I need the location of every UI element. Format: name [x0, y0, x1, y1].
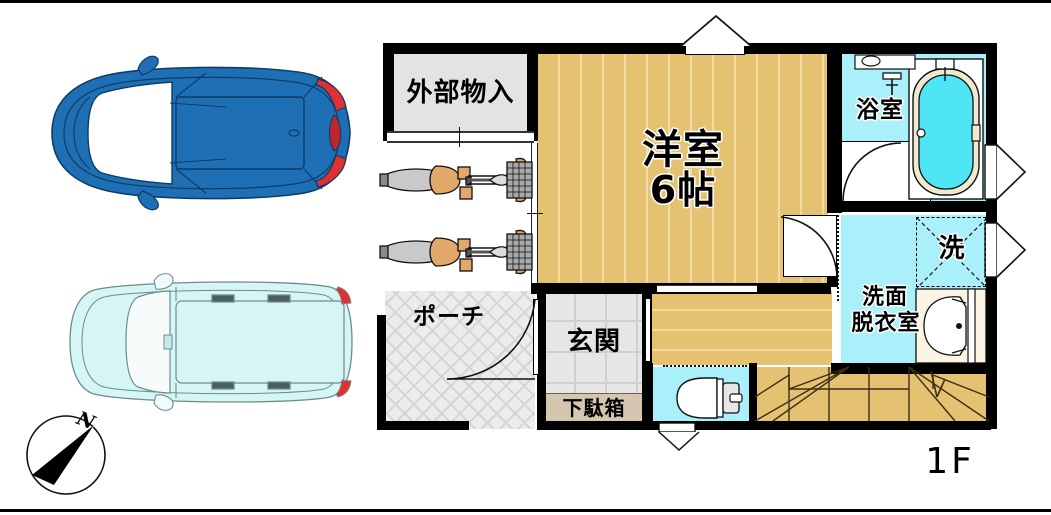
wall-storage-right [527, 43, 538, 141]
floorplan-drawing: 外部物入 洋室 6帖 浴室 洗 洗面 脱衣室 ポーチ 玄関 下駄箱 1F [375, 3, 1051, 515]
toilet-sliding-door [663, 365, 747, 367]
western-room-door-swing-icon [777, 209, 839, 279]
vanity-sink [915, 288, 987, 364]
entrance-door-swing-icon [445, 297, 537, 381]
car-blue [30, 45, 360, 220]
label-washroom-line2: 脱衣室 [851, 311, 921, 336]
bicycle-lower [379, 221, 533, 283]
label-shoe-cabinet: 下駄箱 [562, 396, 626, 420]
bathtub [908, 58, 984, 200]
corridor-flooring [652, 291, 832, 365]
compass-rose: N [24, 407, 108, 497]
sliding-door-mark [527, 213, 543, 214]
wall-top-right [745, 43, 991, 54]
window-bathroom [984, 141, 1030, 203]
storage-shutter [387, 131, 534, 143]
wall-storage-left [383, 43, 394, 141]
wall-porch-bottom [377, 421, 469, 430]
label-entrance: 玄関 [566, 327, 621, 357]
room-exterior-storage-fill [387, 53, 534, 131]
toilet-fixture [675, 377, 743, 419]
label-western-room-size: 6帖 [649, 168, 717, 212]
washing-machine-space [916, 217, 988, 289]
room-western-fill [538, 51, 828, 283]
wall-outer-right-2 [986, 201, 997, 223]
wall-toilet-left [643, 363, 653, 429]
label-bathroom: 浴室 [856, 97, 904, 123]
bathroom-door-swing-icon [841, 141, 931, 203]
label-floor-number: 1F [925, 441, 975, 482]
toilet-window [657, 422, 707, 453]
wall-entrance-bottom [537, 421, 652, 430]
wall-entrance-left [537, 289, 546, 429]
wall-toilet-bottom [643, 421, 757, 430]
vehicle-area: N [0, 3, 375, 515]
label-porch: ポーチ [413, 304, 485, 330]
wall-toilet-right [749, 363, 757, 429]
label-western-room: 洋室 [642, 127, 724, 173]
stairs [754, 366, 990, 422]
washroom-sliding-door [837, 215, 839, 301]
wall-western-left [531, 143, 538, 285]
bay-window-gable [677, 13, 755, 47]
room-entrance-fill [545, 291, 643, 393]
bicycle-upper [379, 149, 533, 211]
wall-outer-right [986, 43, 997, 201]
room-porch-fill [385, 291, 535, 429]
shower-fitting [854, 54, 916, 97]
wall-stairs-bottom [755, 421, 991, 430]
label-washer: 洗 [938, 234, 966, 264]
label-exterior-storage: 外部物入 [406, 78, 515, 108]
wall-outer-right-3 [986, 271, 997, 429]
hall-opening-strip [657, 285, 757, 292]
wall-bath-washroom [831, 201, 991, 212]
wall-porch-left [377, 315, 386, 430]
window-washroom [984, 219, 1030, 281]
wall-bath-left [831, 43, 842, 213]
storage-shutter-center-mark [459, 127, 460, 147]
entrance-side-opening [646, 299, 650, 361]
label-washroom-line1: 洗面 [861, 285, 908, 310]
entrance-door-panel [533, 299, 539, 375]
car-cyan [60, 273, 360, 411]
